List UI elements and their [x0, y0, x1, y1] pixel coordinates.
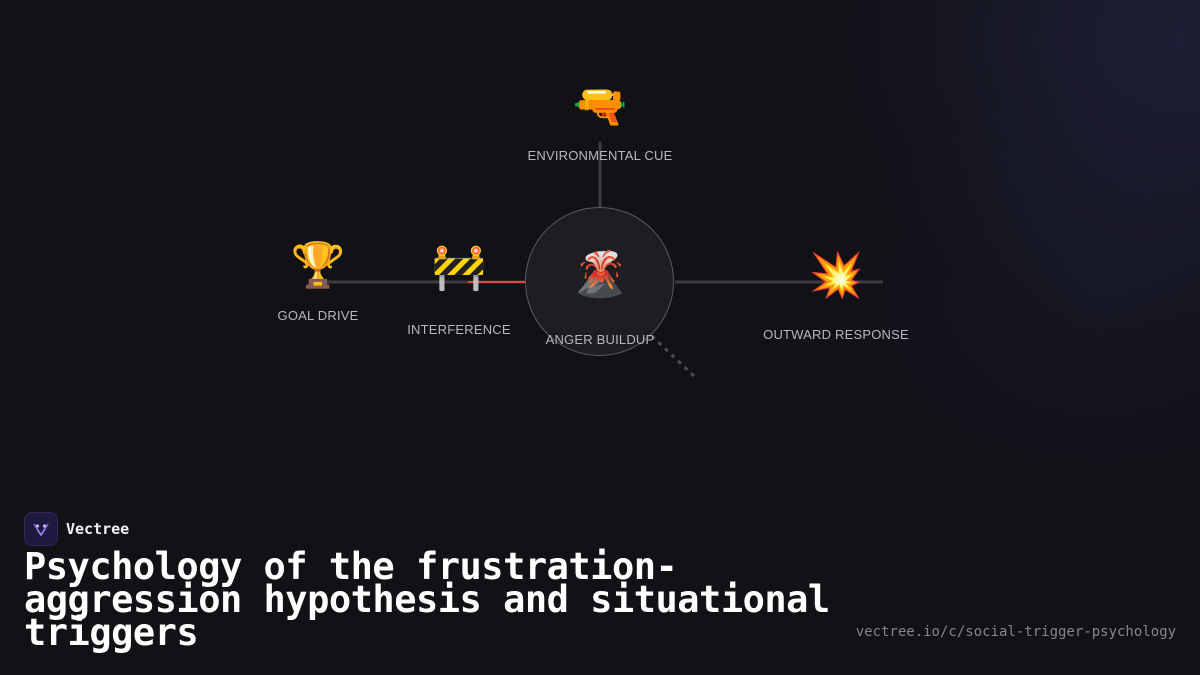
construction-barrier-icon: 🚧: [431, 242, 487, 293]
anger-buildup-label: ANGER BUILDUP: [545, 332, 655, 347]
collision-icon: 💥: [808, 250, 864, 301]
environmental-cue-label: ENVIRONMENTAL CUE: [527, 148, 673, 163]
water-pistol-icon: 🔫: [572, 81, 628, 132]
dashed-branch: [650, 334, 697, 379]
trophy-icon: 🏆: [290, 240, 346, 291]
source-url[interactable]: vectree.io/c/social-trigger-psychology: [855, 624, 1176, 640]
outward-response-label: OUTWARD RESPONSE: [763, 327, 909, 342]
volcano-icon: 🌋: [572, 249, 628, 300]
anger-buildup-circle: [525, 207, 674, 356]
interference-label: INTERFERENCE: [407, 322, 511, 337]
page-title: Psychology of the frustration-aggression…: [24, 545, 830, 654]
brand[interactable]: Vectree: [24, 512, 129, 546]
vectree-logo-icon: [24, 512, 58, 546]
brand-name: Vectree: [66, 520, 130, 538]
goal-drive-label: GOAL DRIVE: [277, 308, 359, 323]
